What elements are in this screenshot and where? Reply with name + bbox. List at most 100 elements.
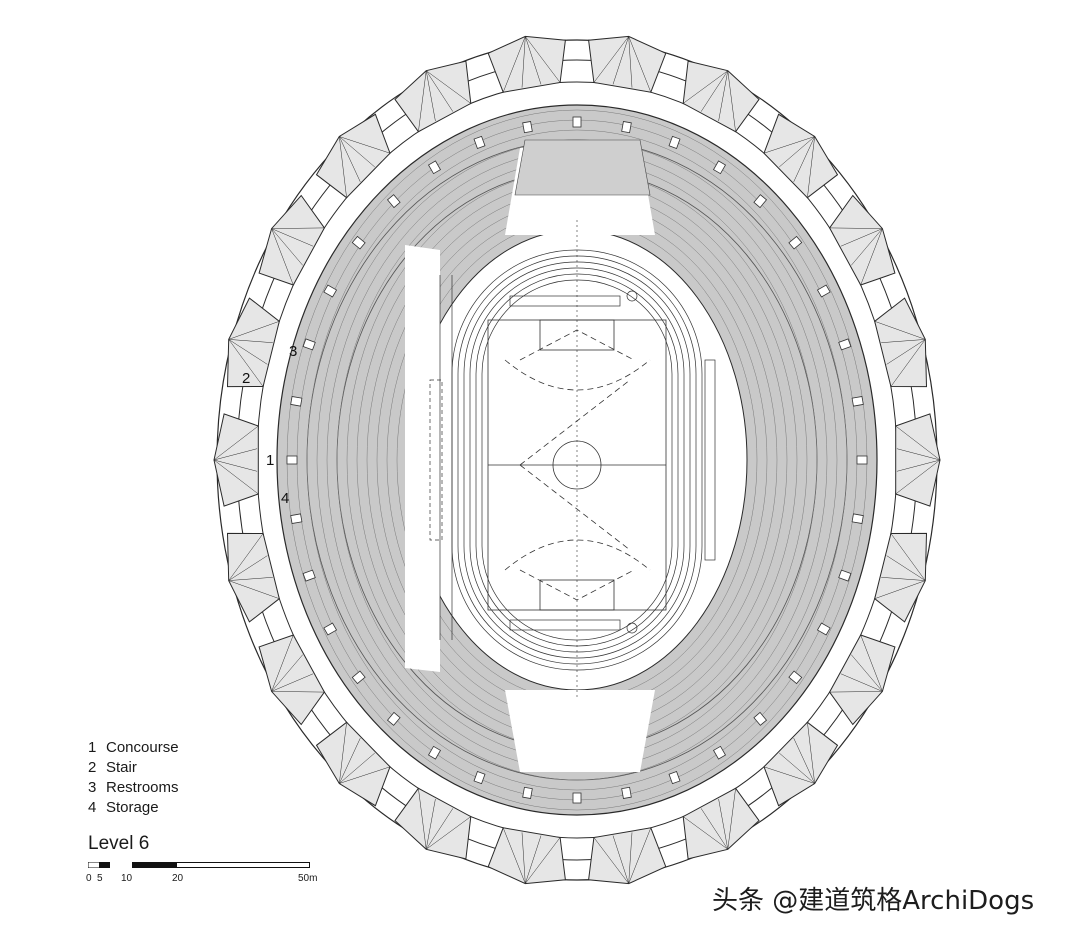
roof-strut	[228, 339, 268, 365]
roof-petal	[874, 532, 928, 623]
roof-petal	[394, 787, 472, 860]
vomitory	[290, 513, 303, 524]
vomitory	[473, 135, 486, 149]
vomitory	[838, 569, 852, 582]
roof-strut	[271, 634, 294, 692]
roof-strut	[628, 36, 633, 88]
roof-strut	[886, 555, 926, 581]
roof-strut	[271, 228, 294, 286]
roof-strut	[895, 459, 941, 495]
vomitory	[856, 455, 868, 465]
vomitory	[621, 786, 632, 799]
roof-petal	[829, 194, 896, 286]
roof-petal	[487, 827, 566, 885]
vomitory	[323, 284, 338, 298]
roof-petal	[829, 634, 896, 726]
roof-petal	[763, 721, 839, 807]
legend-number: 1	[88, 739, 97, 756]
roof-strut	[228, 339, 264, 387]
roof-strut	[895, 425, 941, 461]
roof-strut	[851, 654, 883, 692]
roof-strut	[521, 36, 526, 88]
roof-strut	[860, 634, 883, 692]
vomitory	[816, 622, 831, 636]
roof-petal	[315, 113, 391, 199]
vomitory	[851, 396, 864, 407]
roof-petal	[682, 60, 760, 133]
roof-strut	[228, 580, 280, 599]
roof-strut	[829, 691, 883, 693]
roof-strut	[502, 36, 526, 93]
roof-strut	[763, 766, 815, 784]
roof-strut	[271, 228, 303, 266]
roof-strut	[339, 752, 375, 784]
roof-strut	[890, 533, 926, 581]
scale-tick: 50m	[298, 873, 318, 884]
roof-strut	[525, 835, 542, 884]
scale-tick: 0	[86, 873, 92, 884]
vomitory	[668, 135, 681, 149]
roof-petal	[258, 634, 325, 726]
roof-strut	[807, 136, 815, 198]
roof-strut	[213, 425, 259, 461]
roof-strut	[886, 339, 926, 365]
scale-tick: 5	[97, 873, 103, 884]
roof-strut	[612, 835, 629, 884]
roof-petal	[763, 113, 839, 199]
vomitory	[753, 711, 768, 726]
field-equipment	[429, 290, 716, 634]
vomitory	[788, 235, 803, 250]
roof-strut	[228, 577, 273, 581]
roof-strut	[628, 36, 652, 93]
roof-strut	[426, 816, 471, 850]
roof-strut	[779, 752, 815, 784]
vomitory	[286, 455, 298, 465]
legend-number: 2	[88, 759, 97, 776]
watermark: 头条 @建道筑格ArchiDogs	[712, 886, 1035, 916]
roof-strut	[228, 555, 268, 581]
roof-strut	[896, 459, 941, 472]
legend-label: Concourse	[106, 739, 179, 756]
roof-strut	[628, 832, 633, 884]
roof-strut	[339, 737, 361, 784]
vomitory	[351, 235, 366, 250]
roof-strut	[700, 808, 729, 850]
roof-strut	[718, 798, 729, 850]
vomitory	[712, 745, 727, 760]
roof-strut	[525, 36, 561, 83]
vomitory	[712, 160, 727, 175]
vomitory	[427, 160, 442, 175]
roof-strut	[612, 36, 629, 85]
roof-strut	[425, 70, 454, 112]
vomitory	[302, 569, 316, 582]
roof-strut	[683, 70, 728, 104]
roof-strut	[339, 136, 391, 154]
roof-strut	[718, 70, 729, 122]
roof-strut	[426, 70, 471, 104]
roof-strut	[683, 816, 728, 850]
roof-petal	[226, 532, 280, 623]
roof-strut	[840, 673, 883, 692]
roof-petal	[226, 297, 280, 388]
roof-strut	[881, 577, 926, 581]
scale-tick: 10	[121, 873, 133, 884]
roof-strut	[763, 136, 815, 154]
vomitory	[473, 771, 486, 785]
legend-number: 3	[88, 779, 97, 796]
roof-strut	[418, 70, 427, 132]
vomitory	[621, 121, 632, 134]
vomitory	[302, 338, 316, 351]
roof-strut	[339, 766, 391, 784]
roof-strut	[779, 136, 815, 168]
roof-strut	[700, 70, 729, 112]
scale-bar	[88, 862, 310, 868]
roof-strut	[213, 459, 258, 472]
vomitory	[816, 284, 831, 298]
callout-3: 3	[289, 343, 298, 360]
roof-strut	[628, 827, 652, 884]
roof-strut	[271, 227, 325, 229]
